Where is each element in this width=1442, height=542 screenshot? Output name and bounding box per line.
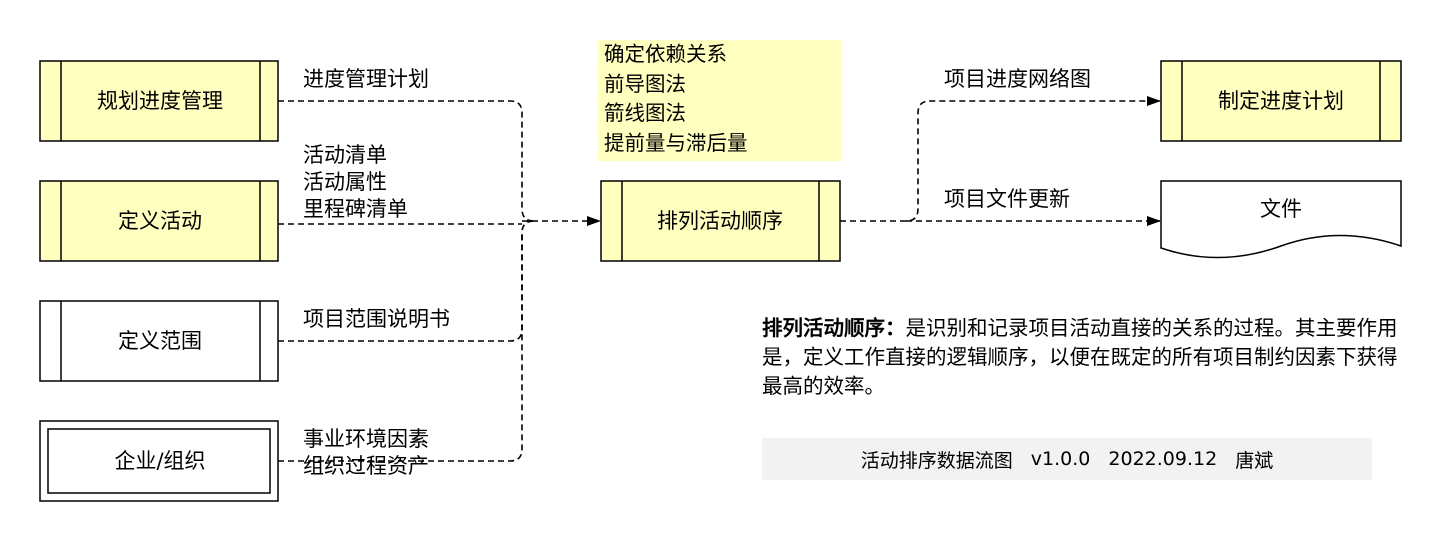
document-store: 文件 (1160, 180, 1402, 259)
diagram-footer: 活动排序数据流图 v1.0.0 2022.09.12 唐斌 (762, 438, 1372, 480)
flow-label-network-diagram: 项目进度网络图 (944, 67, 1091, 91)
process-plan-schedule: 规划进度管理 (39, 60, 279, 142)
footer-version: v1.0.0 (1030, 448, 1091, 470)
process-develop-schedule: 制定进度计划 (1160, 60, 1402, 142)
process-develop-schedule-label: 制定进度计划 (1218, 89, 1344, 113)
flow-label-activity-attributes: 活动属性 (303, 170, 387, 194)
flow-label-activity-list: 活动清单 (303, 143, 387, 167)
flow-label-milestone-list: 里程碑清单 (303, 197, 408, 221)
description-term: 排列活动顺序： (762, 316, 906, 340)
tool-item: 确定依赖关系 (604, 42, 727, 66)
external-enterprise-label: 企业/组织 (114, 449, 205, 473)
footer-author: 唐斌 (1235, 449, 1274, 472)
tools-techniques-note: 确定依赖关系 前导图法 箭线图法 提前量与滞后量 (598, 40, 841, 161)
description-body: 是识别和记录项目活动直接的关系的过程。其主要作用是，定义工作直接的逻辑顺序，以便… (762, 316, 1398, 398)
flow-label-doc-updates: 项目文件更新 (944, 187, 1070, 211)
flow-label-scope-statement: 项目范围说明书 (303, 307, 450, 331)
external-enterprise: 企业/组织 (39, 420, 279, 502)
tool-item: 箭线图法 (604, 101, 686, 125)
tool-item: 前导图法 (604, 71, 686, 96)
flow-label-schedule-plan: 进度管理计划 (303, 67, 429, 91)
process-define-scope-label: 定义范围 (118, 329, 202, 353)
flow-label-eef: 事业环境因素 (303, 427, 429, 451)
process-description: 排列活动顺序：是识别和记录项目活动直接的关系的过程。其主要作用是，定义工作直接的… (762, 314, 1402, 401)
document-store-label: 文件 (1260, 197, 1302, 221)
process-define-scope: 定义范围 (39, 300, 279, 382)
process-define-activities-label: 定义活动 (118, 209, 202, 233)
flow-label-opa: 组织过程资产 (303, 454, 429, 478)
process-plan-schedule-label: 规划进度管理 (97, 89, 223, 113)
process-define-activities: 定义活动 (39, 180, 279, 262)
flow-line-plan (278, 100, 535, 222)
flow-line-enterprise (278, 233, 523, 462)
footer-date: 2022.09.12 (1108, 448, 1218, 470)
flow-lines (278, 96, 1161, 462)
tool-item: 提前量与滞后量 (604, 130, 748, 155)
process-sequence-activities: 排列活动顺序 (600, 180, 841, 262)
footer-title: 活动排序数据流图 (860, 449, 1013, 472)
process-sequence-activities-label: 排列活动顺序 (657, 209, 783, 233)
